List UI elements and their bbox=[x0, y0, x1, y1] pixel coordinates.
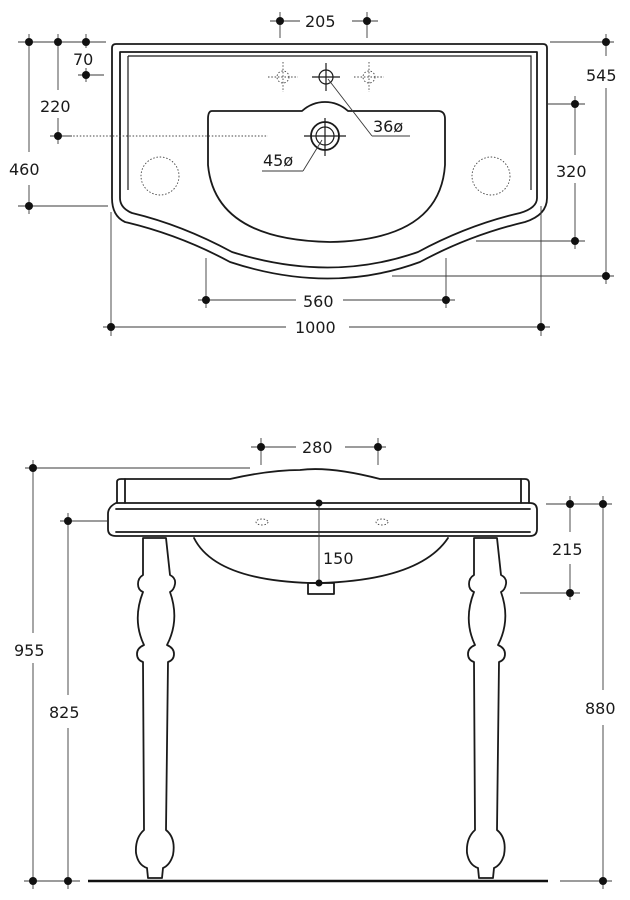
leg-left bbox=[135, 537, 177, 879]
mounting-circle-right-icon bbox=[471, 156, 511, 196]
dim-label-460: 460 bbox=[9, 160, 40, 179]
dim-label-205: 205 bbox=[305, 12, 336, 31]
countertop-outline bbox=[107, 502, 538, 537]
dim-label-320: 320 bbox=[556, 162, 587, 181]
dim-label-45-diameter: 45ø bbox=[263, 151, 293, 170]
basin-rim-line bbox=[119, 51, 538, 269]
dim-label-955: 955 bbox=[14, 641, 45, 660]
dim-label-560: 560 bbox=[303, 292, 334, 311]
dim-label-220: 220 bbox=[40, 97, 71, 116]
dim-label-880: 880 bbox=[585, 699, 616, 718]
upstand-outline bbox=[116, 468, 530, 504]
plan-view: 205 70 220 460 545 320 bbox=[9, 12, 617, 337]
bowl-underside bbox=[193, 537, 449, 584]
dim-label-825: 825 bbox=[49, 703, 80, 722]
bowl-outline bbox=[207, 101, 446, 243]
leg-right bbox=[466, 537, 508, 879]
basin-outer-outline bbox=[111, 43, 548, 280]
dim-label-70: 70 bbox=[73, 50, 93, 69]
basin-rim-inner bbox=[127, 55, 532, 190]
dim-label-36-diameter: 36ø bbox=[373, 117, 403, 136]
dim-label-215: 215 bbox=[552, 540, 583, 559]
dim-label-1000: 1000 bbox=[295, 318, 336, 337]
front-view: 280 150 215 880 955 825 bbox=[14, 438, 616, 889]
dim-label-280: 280 bbox=[302, 438, 333, 457]
mounting-circle-left-icon bbox=[140, 156, 180, 196]
fixing-hole-right-icon bbox=[375, 518, 389, 526]
dim-label-545: 545 bbox=[586, 66, 617, 85]
fixing-hole-left-icon bbox=[255, 518, 269, 526]
dim-label-150: 150 bbox=[323, 549, 354, 568]
